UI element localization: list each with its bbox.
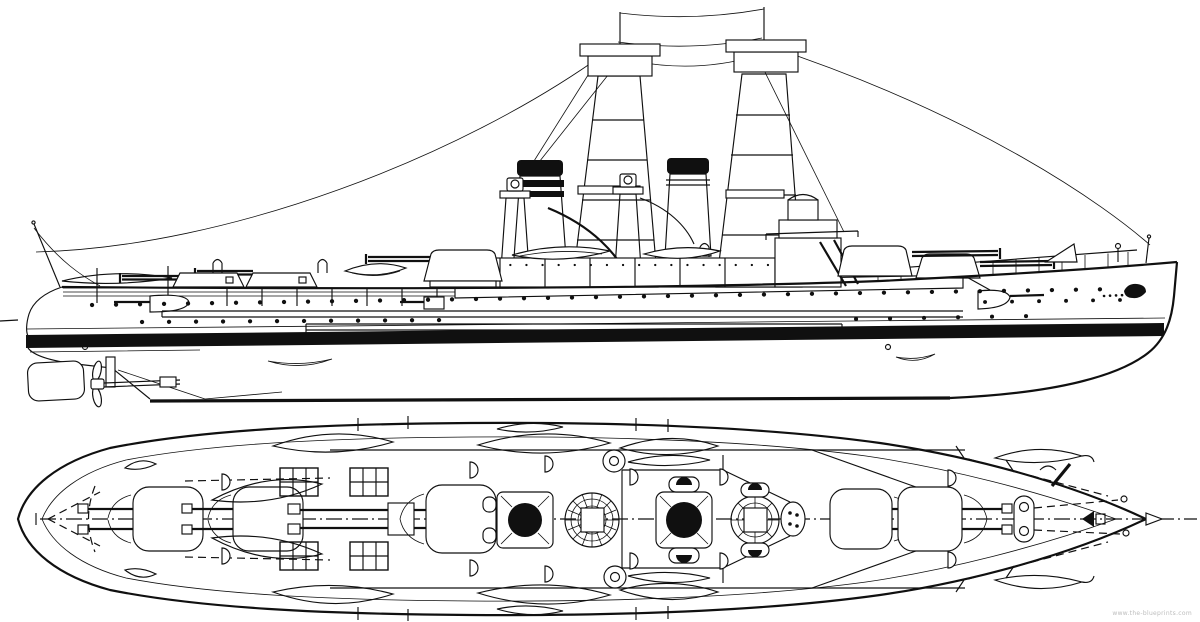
aerial-wires <box>35 8 1151 253</box>
plan-mast-ring-aft <box>564 492 620 548</box>
waterline-stripe <box>26 323 1164 348</box>
cage-mast-fore <box>715 7 807 288</box>
funnel-aft <box>513 160 567 259</box>
anchor-gear <box>1013 462 1130 543</box>
stem-tip <box>1145 512 1164 526</box>
stern-flagstaff <box>31 220 101 288</box>
propeller <box>90 360 105 408</box>
watermark-text: www.the-blueprints.com <box>1112 610 1192 617</box>
superstructure <box>212 193 859 288</box>
main-turrets-profile <box>118 245 1056 288</box>
bow-fittings <box>1044 234 1152 299</box>
conning-tower-plan <box>780 501 806 537</box>
pilot-house <box>787 199 819 221</box>
windsail-chute <box>1044 243 1078 263</box>
rudder <box>26 360 86 402</box>
bridge-block <box>774 237 842 288</box>
plan-turrets-aft <box>77 484 497 554</box>
plan-funnel-aft <box>482 491 554 549</box>
plan-turrets-fore <box>829 486 1013 552</box>
casemate-guns <box>114 289 1045 313</box>
davit-ticks <box>357 416 1015 621</box>
funnel-fore <box>664 158 712 257</box>
plan-mast-ring-fore <box>730 482 780 558</box>
bow-crest <box>1124 283 1146 299</box>
hull-profile <box>0 260 1179 403</box>
skylight-grids <box>279 467 389 571</box>
plan-funnel-fore <box>655 476 713 564</box>
side-profile-view <box>0 7 1179 408</box>
plan-boats <box>123 422 1095 616</box>
deck-vents <box>221 455 957 583</box>
deck-plan-view <box>16 416 1197 621</box>
rudder-propeller <box>26 356 181 408</box>
